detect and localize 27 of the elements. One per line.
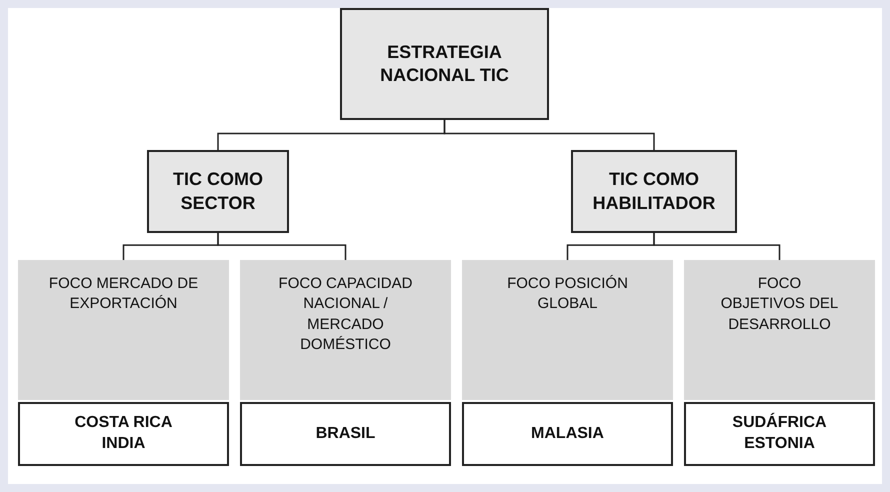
- strategy-box: [340, 8, 549, 120]
- connector-line: [653, 233, 780, 260]
- focus-box: [462, 260, 673, 400]
- country-box: [462, 402, 673, 466]
- node-text: INDIA: [102, 434, 146, 454]
- node-text: ESTRATEGIA NACIONAL TIC: [379, 40, 510, 87]
- node-text: ESTONIA: [744, 434, 815, 454]
- node-text: TIC COMO SECTOR: [172, 168, 264, 214]
- node-text: FOCO CAPACIDAD NACIONAL / MERCADO DOMÉSTICO: [278, 274, 414, 355]
- node-text: SUDÁFRICA: [732, 413, 827, 434]
- node-text: COSTA RICA: [74, 413, 172, 434]
- category-box: [147, 150, 289, 233]
- node-text: FOCO POSICIÓN GLOBAL: [506, 274, 629, 314]
- country-box: [684, 402, 875, 466]
- connector-line: [444, 120, 655, 150]
- node-text: FOCO OBJETIVOS DEL DESARROLLO: [720, 274, 840, 334]
- focus-box: [18, 260, 229, 400]
- focus-box: [240, 260, 451, 400]
- category-box: [571, 150, 737, 233]
- connector-line: [217, 233, 346, 260]
- focus-box: [684, 260, 875, 400]
- node-text: MALASIA: [531, 424, 604, 444]
- country-box: [18, 402, 229, 466]
- node-text: FOCO MERCADO DE EXPORTACIÓN: [48, 274, 199, 314]
- node-text: TIC COMO HABILITADOR: [592, 168, 716, 214]
- country-box: [240, 402, 451, 466]
- node-text: BRASIL: [316, 424, 376, 444]
